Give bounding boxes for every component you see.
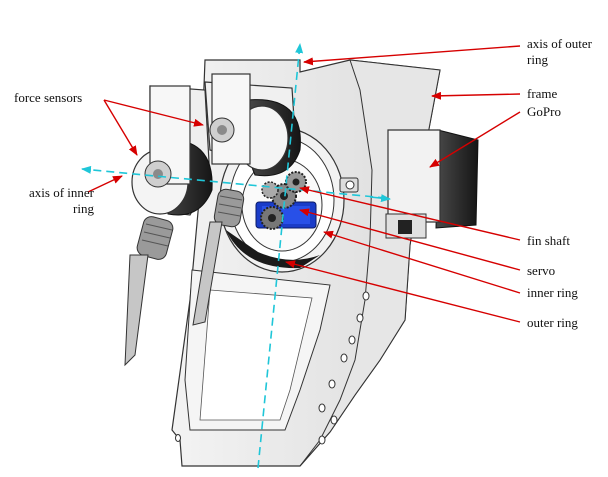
rotation-axes [81, 43, 391, 469]
label-force-sensors: force sensors [14, 90, 83, 105]
leader-frame [431, 91, 521, 100]
leader-gopro [429, 111, 521, 168]
leader-outer-ring [285, 260, 521, 323]
gopro-part [385, 129, 479, 239]
label-gopro: GoPro [527, 104, 561, 119]
leader-fin-shaft [299, 186, 521, 241]
label-axis-inner-line1: axis of inner [29, 185, 94, 200]
label-axis-inner: axis of inner ring [14, 185, 94, 217]
leader-lines [87, 45, 521, 323]
label-axis-outer-line1: axis of outer [527, 36, 592, 51]
label-axis-outer-line2: ring [527, 52, 548, 67]
leader-inner-ring [323, 230, 521, 294]
label-axis-inner-line2: ring [73, 201, 94, 216]
label-frame: frame [527, 86, 558, 101]
force-sensor-rods [124, 188, 245, 367]
label-outer-ring: outer ring [527, 315, 578, 330]
label-fin-shaft: fin shaft [527, 233, 570, 248]
sensor-housing-lower [131, 85, 213, 216]
leader-axis-outer [303, 45, 521, 66]
label-inner-ring: inner ring [527, 285, 578, 300]
leader-axis-inner [87, 175, 123, 193]
label-servo: servo [527, 263, 556, 278]
leader-force-sensors-lower [103, 99, 138, 156]
fin-shaft-part [339, 177, 359, 193]
leader-force-sensors-upper [103, 99, 204, 127]
sensor-housing-upper [204, 73, 301, 177]
leader-servo [299, 208, 521, 271]
label-axis-outer: axis of outer ring [527, 36, 592, 68]
